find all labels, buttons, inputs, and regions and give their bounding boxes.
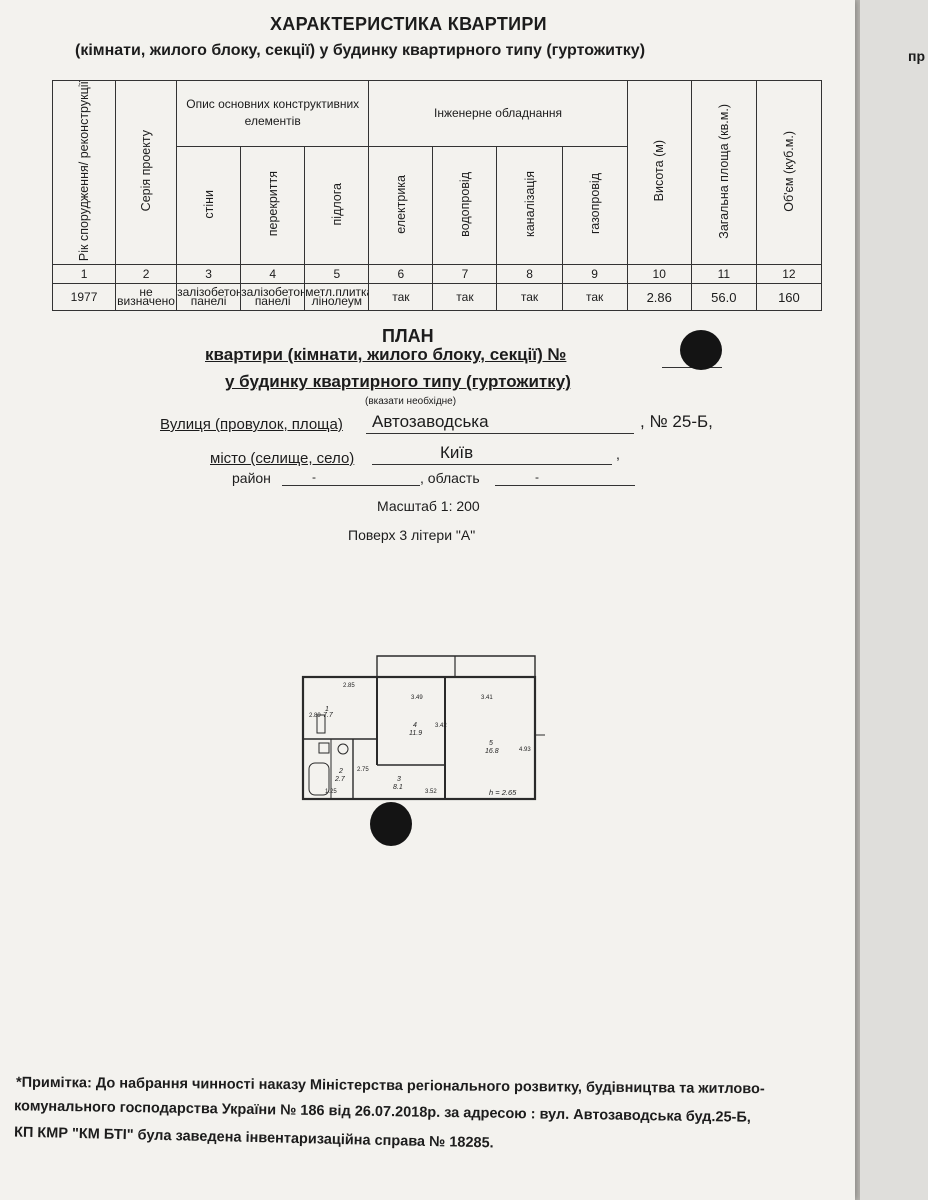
room-number: 5 xyxy=(489,740,493,747)
toilet xyxy=(337,743,349,755)
value-walls: залізобетонні панелі xyxy=(176,283,242,312)
dim-label: 3.49 xyxy=(411,695,423,701)
city-underline xyxy=(372,464,612,465)
dim-label: 4.93 xyxy=(519,747,531,753)
city-value: Київ xyxy=(440,443,474,462)
header-build-year: Рік спорудження/ реконструкції xyxy=(51,79,117,266)
house-number: , № 25-Б, xyxy=(640,412,713,431)
dim-label: 2.75 xyxy=(357,767,369,773)
adjacent-page: пр xyxy=(860,0,928,1200)
plan-hint: (вказати необхідне) xyxy=(365,396,457,407)
oblast-label: , область xyxy=(420,470,480,486)
values-row: 1977 не визначено залізобетонні панелі з… xyxy=(51,283,823,312)
col-number: 12 xyxy=(755,264,823,285)
col-number: 11 xyxy=(690,264,757,285)
outer-wall xyxy=(301,675,537,801)
plan-line-building: у будинку квартирного типу (гуртожитку) xyxy=(225,372,571,391)
value-water: так xyxy=(432,283,498,312)
header-engineering-group: Інженерне обладнання xyxy=(368,80,628,147)
note-line: КП КМР "КМ БТІ" була заведена інвентариз… xyxy=(13,1124,494,1152)
plan-title: ПЛАН xyxy=(382,326,434,346)
col-number: 5 xyxy=(304,264,370,285)
value-floor: метл.плитка, лінолеум xyxy=(304,283,370,312)
header-volume: Об'єм (куб.м.) xyxy=(755,79,823,266)
value-height: 2.86 xyxy=(626,283,692,312)
redaction-blot xyxy=(680,330,722,370)
header-electric: електрика xyxy=(368,145,434,266)
room-area: 11.9 xyxy=(409,730,422,737)
col-number: 3 xyxy=(176,264,242,285)
value-electric: так xyxy=(368,283,434,312)
value-sewer: так xyxy=(496,283,563,312)
balcony-outline xyxy=(376,655,536,677)
header-height: Висота (м) xyxy=(626,79,692,266)
district-underline xyxy=(282,485,420,486)
dim-label: 3.41 xyxy=(481,695,493,701)
dim-label: 2.85 xyxy=(343,683,355,689)
col-number: 6 xyxy=(368,264,434,285)
redaction-blot xyxy=(370,802,412,846)
doc-subtitle: (кімнати, жилого блоку, секції) у будинк… xyxy=(75,42,646,59)
stove xyxy=(316,714,326,734)
header-area: Загальна площа (кв.м.) xyxy=(690,79,757,266)
col-number: 10 xyxy=(626,264,692,285)
floor-text: Поверх 3 літери "А" xyxy=(348,527,476,543)
col-number: 9 xyxy=(561,264,628,285)
dim-label: 3.42 xyxy=(435,723,447,729)
col-number: 2 xyxy=(115,264,178,285)
room-area: 8.1 xyxy=(393,784,403,791)
note-line: комунального господарства України № 186 … xyxy=(13,1098,752,1126)
value-build-year: 1977 xyxy=(51,283,117,312)
dim-label: 3.52 xyxy=(425,789,437,795)
apartment-floor-plan: 2.85 3.49 3.41 2.89 3.42 4.93 2.75 1.25 … xyxy=(301,655,545,801)
header-construct-group: Опис основних конструктивних елементів xyxy=(176,80,370,147)
col-number: 8 xyxy=(496,264,563,285)
city-label: місто (селище, село) xyxy=(210,450,355,467)
value-ceiling: залізобетонні панелі xyxy=(240,283,306,312)
value-area: 56.0 xyxy=(690,283,757,312)
value-gas: так xyxy=(561,283,628,312)
room-number: 2 xyxy=(338,768,343,775)
header-series: Серія проекту xyxy=(115,79,178,266)
header-water: водопровід xyxy=(432,145,498,266)
district-value: - xyxy=(312,470,316,484)
dim-label: 1.25 xyxy=(325,789,337,795)
header-gas: газопровід xyxy=(561,145,628,266)
plan-line-apartment: квартири (кімнати, жилого блоку, секції)… xyxy=(205,345,567,364)
col-number: 4 xyxy=(240,264,306,285)
street-label: Вулиця (провулок, площа) xyxy=(160,416,343,433)
street-value: Автозаводська xyxy=(372,412,489,431)
room-area: 7.7 xyxy=(323,712,334,719)
city-suffix: , xyxy=(616,446,620,462)
oblast-value: - xyxy=(535,470,539,484)
value-series: не визначено xyxy=(115,283,178,312)
header-walls: стіни xyxy=(176,145,242,266)
column-numbers-row: 1 2 3 4 5 6 7 8 9 10 11 12 xyxy=(51,264,823,285)
district-label: район xyxy=(232,470,271,486)
characteristics-table: Рік спорудження/ реконструкції Серія про… xyxy=(51,79,823,312)
header-sewer: каналізація xyxy=(496,145,563,266)
adjacent-page-text: пр xyxy=(908,48,926,64)
sink xyxy=(318,742,330,754)
room-number: 3 xyxy=(397,776,401,783)
col-number: 7 xyxy=(432,264,498,285)
dim-label: 2.89 xyxy=(309,713,321,719)
room-area: 16.8 xyxy=(485,748,499,755)
room-number: 1 xyxy=(325,706,329,713)
col-number: 1 xyxy=(51,264,117,285)
street-underline xyxy=(366,433,634,434)
document-page: ХАРАКТЕРИСТИКА КВАРТИРИ (кімнати, жилого… xyxy=(0,0,855,1200)
scale-text: Масштаб 1: 200 xyxy=(377,498,480,514)
oblast-underline xyxy=(495,485,635,486)
ceiling-height-label: h = 2.65 xyxy=(489,788,517,797)
header-floor: підлога xyxy=(304,145,370,266)
header-ceiling: перекриття xyxy=(240,145,306,266)
note-line: *Примітка: До набрання чинності наказу М… xyxy=(15,1074,765,1098)
value-volume: 160 xyxy=(755,283,823,312)
room-number: 4 xyxy=(413,722,417,729)
doc-title: ХАРАКТЕРИСТИКА КВАРТИРИ xyxy=(270,14,547,34)
room-area: 2.7 xyxy=(334,776,346,783)
bathtub xyxy=(308,762,330,796)
